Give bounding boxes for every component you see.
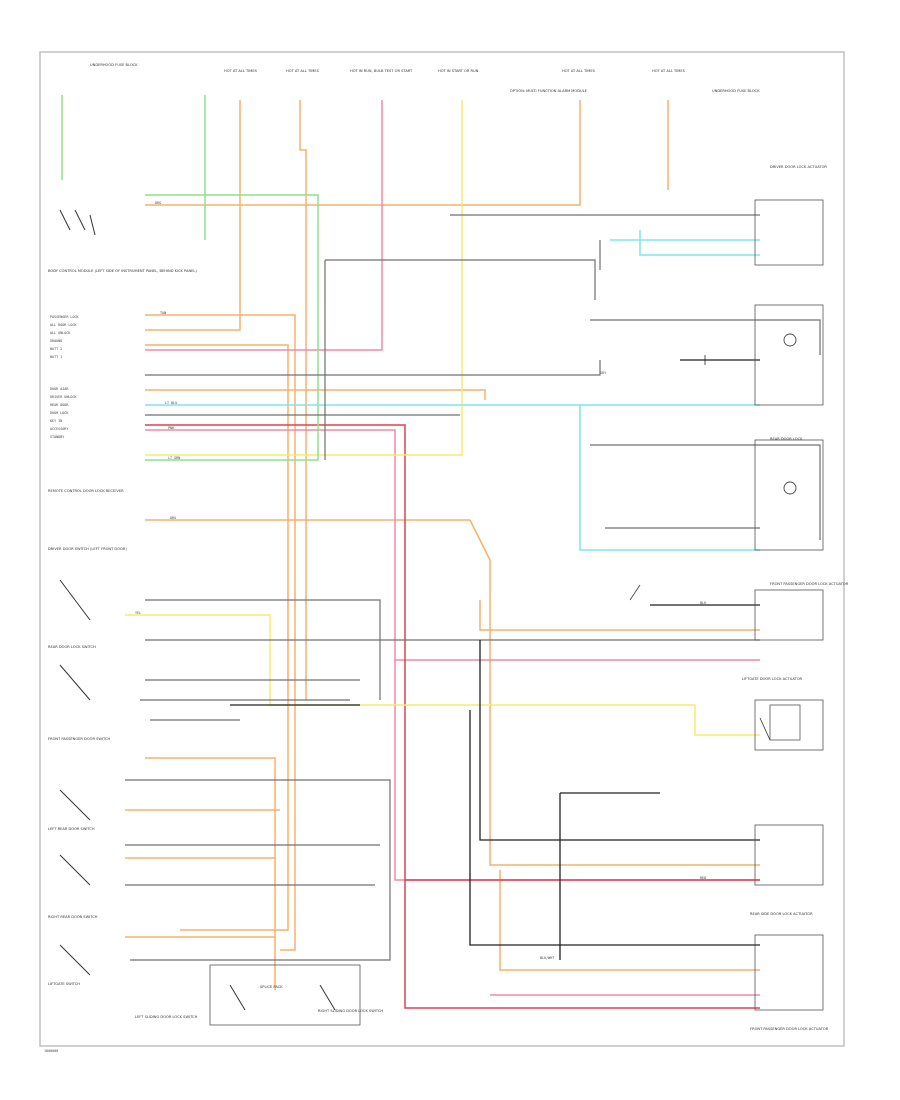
label-rr-door-lock: REAR SIDE DOOR LOCK ACTUATOR [750, 912, 813, 916]
wire-label-org-2: ORG [170, 516, 176, 520]
label-hot-in-run-bulb-test: HOT IN RUN, BULB TEST OR START [350, 69, 413, 73]
component-boxes [209, 199, 824, 1026]
bcm-pin-7: DRIVER UNLOCK [50, 395, 77, 399]
text-labels: UNDERHOOD FUSE BLOCK HOT AT ALL TIMES HO… [48, 63, 849, 1031]
bcm-pin-6: DOOR AJAR [50, 387, 69, 391]
label-option-note: OPTION: MULTI FUNCTION ALARM MODULE [510, 89, 588, 93]
label-front-pass-switch: FRONT PASSENGER DOOR SWITCH [48, 737, 110, 741]
label-hot-at-all-times-1: HOT AT ALL TIMES [224, 69, 258, 73]
bcm-pin-4: BATT 2 [50, 347, 62, 351]
wire-label-org: ORG [155, 201, 161, 205]
bcm-pin-5: BATT 1 [50, 355, 62, 359]
label-right-rear-switch: RIGHT REAR DOOR SWITCH [48, 915, 98, 919]
wire-label-yel: YEL [135, 611, 141, 615]
footer-code: 1000000 [44, 1049, 58, 1053]
bcm-pin-10: KEY IN [50, 419, 62, 423]
label-door-lock-switch-left: LEFT SLIDING DOOR LOCK SWITCH [135, 1015, 198, 1019]
label-bcm: BODY CONTROL MODULE (LEFT SIDE OF INSTRU… [48, 269, 197, 273]
bcm-pin-8: REAR DOOR [50, 403, 69, 407]
label-radio-receiver: REMOTE CONTROL DOOR LOCK RECEIVER [48, 489, 124, 493]
bcm-pin-1: ALL DOOR LOCK [50, 323, 77, 327]
bcm-pin-2: ALL UNLOCK [50, 331, 71, 335]
bcm-pin-0: PASSENGER LOCK [50, 315, 80, 319]
bcm-pin-9: DOOR LOCK [50, 411, 69, 415]
wire-label-blk-wht: BLK/WHT [540, 956, 554, 960]
wires-black [230, 359, 760, 960]
label-underhood-fuse-block: UNDERHOOD FUSE BLOCK [90, 63, 138, 67]
label-driver-switch: DRIVER DOOR SWITCH (LEFT FRONT DOOR) [48, 547, 127, 551]
wires-pink [145, 100, 760, 996]
wires-orange [125, 100, 760, 990]
label-front-pass-lock: FRONT PASSENGER DOOR LOCK ACTUATOR [770, 582, 849, 586]
label-hot-at-all-times-3: HOT AT ALL TIMES [562, 69, 596, 73]
label-hot-at-all-times-2: HOT AT ALL TIMES [286, 69, 320, 73]
label-underhood-fuse-right: UNDERHOOD FUSE BLOCK [712, 89, 760, 93]
bcm-pin-12: STANDBY [50, 435, 64, 439]
label-junction: SPLICE PACK [260, 985, 283, 989]
label-liftgate-switch: LIFTGATE SWITCH [48, 982, 80, 986]
ground-symbols [59, 209, 336, 1011]
bcm-pin-labels: PASSENGER LOCK ALL DOOR LOCK ALL UNLOCK … [50, 315, 80, 439]
label-door-lock-switch-right: RIGHT SLIDING DOOR LOCK SWITCH [318, 1009, 383, 1013]
wires-green [61, 95, 319, 461]
label-rear-lock: REAR DOOR LOCK [770, 437, 803, 441]
wire-label-blu: LT BLU [165, 401, 177, 405]
bcm-pin-11: ACCESSORY [50, 427, 68, 431]
wires-red [145, 424, 760, 1009]
wire-label-red: RED [700, 876, 706, 880]
wires-yellow [125, 100, 760, 736]
wires-gray [125, 214, 821, 961]
label-hot-in-start-run: HOT IN START OR RUN [438, 69, 479, 73]
wire-label-grn: LT GRN [168, 456, 180, 460]
wires-cyan [145, 230, 760, 551]
wire-label-gry: GRY [600, 371, 606, 375]
wire-color-labels: ORG TAN LT BLU PNK LT GRN ORG YEL BLK RE… [135, 201, 707, 960]
label-left-rear-switch: LEFT REAR DOOR SWITCH [48, 827, 95, 831]
label-driver-lock-motor: DRIVER DOOR LOCK ACTUATOR [770, 165, 827, 169]
wire-label-blk: BLK [700, 601, 707, 605]
label-hot-at-all-times-4: HOT AT ALL TIMES [652, 69, 686, 73]
bcm-pin-3: GROUND [50, 339, 62, 343]
label-rear-door-switch: REAR DOOR LOCK SWITCH [48, 645, 96, 649]
label-rp-door-lock: FRONT PASSENGER DOOR LOCK ACTUATOR [750, 1027, 829, 1031]
wire-label-tan: TAN [160, 311, 166, 315]
label-liftgate-lock: LIFTGATE DOOR LOCK ACTUATOR [742, 677, 803, 681]
diagram-frame [39, 51, 845, 1047]
actuator-symbols [629, 333, 797, 741]
wire-label-pnk: PNK [168, 426, 175, 430]
